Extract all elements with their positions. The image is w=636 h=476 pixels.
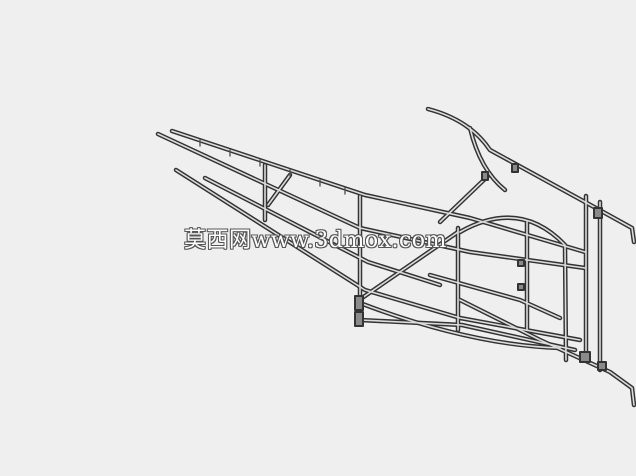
watermark-text: 莫西网www.3dmox.com bbox=[184, 228, 447, 253]
rail-fasteners bbox=[199, 139, 346, 195]
tube-highlights bbox=[157, 108, 635, 406]
bracket-details bbox=[354, 163, 607, 371]
